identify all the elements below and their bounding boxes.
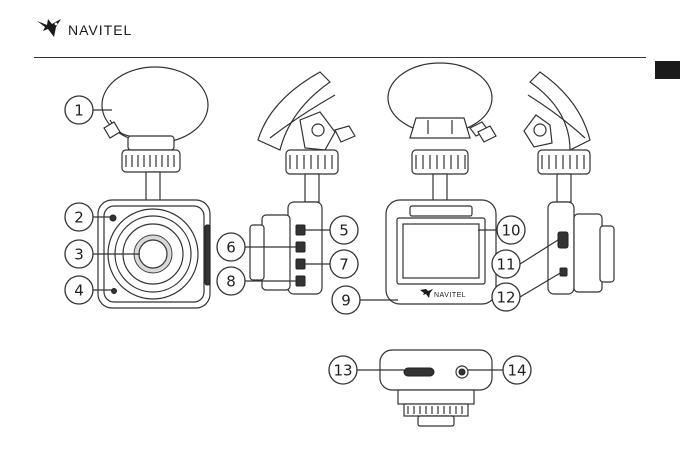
callout-8: 8 xyxy=(217,267,245,295)
callout-13: 13 xyxy=(329,356,357,384)
svg-text:2: 2 xyxy=(74,209,84,227)
svg-text:12: 12 xyxy=(496,289,515,307)
callout-1: 1 xyxy=(65,96,93,124)
svg-text:4: 4 xyxy=(74,282,84,300)
callout-3: 3 xyxy=(65,240,93,268)
callout-12: 12 xyxy=(492,283,520,311)
callout-10: 10 xyxy=(497,216,525,244)
callout-2: 2 xyxy=(65,203,93,231)
callout-6: 6 xyxy=(217,233,245,261)
device-front-lens-view xyxy=(98,67,210,308)
device-back-screen-view: NAVITEL xyxy=(386,63,496,304)
svg-text:14: 14 xyxy=(507,362,526,380)
callout-14: 14 xyxy=(503,356,531,384)
svg-text:6: 6 xyxy=(226,239,236,257)
svg-text:5: 5 xyxy=(339,222,349,240)
svg-text:13: 13 xyxy=(333,362,352,380)
callout-4: 4 xyxy=(65,276,93,304)
device-bottom-view xyxy=(380,350,492,426)
svg-text:1: 1 xyxy=(74,102,84,120)
callout-9: 9 xyxy=(332,286,360,314)
svg-text:11: 11 xyxy=(496,256,515,274)
screen-logo-text: NAVITEL xyxy=(434,292,466,299)
callout-11: 11 xyxy=(492,250,520,278)
svg-text:3: 3 xyxy=(74,246,84,264)
callout-5: 5 xyxy=(330,216,358,244)
svg-text:8: 8 xyxy=(226,273,236,291)
svg-text:10: 10 xyxy=(501,222,520,240)
svg-text:9: 9 xyxy=(341,292,351,310)
svg-text:7: 7 xyxy=(339,256,349,274)
callout-7: 7 xyxy=(330,250,358,278)
